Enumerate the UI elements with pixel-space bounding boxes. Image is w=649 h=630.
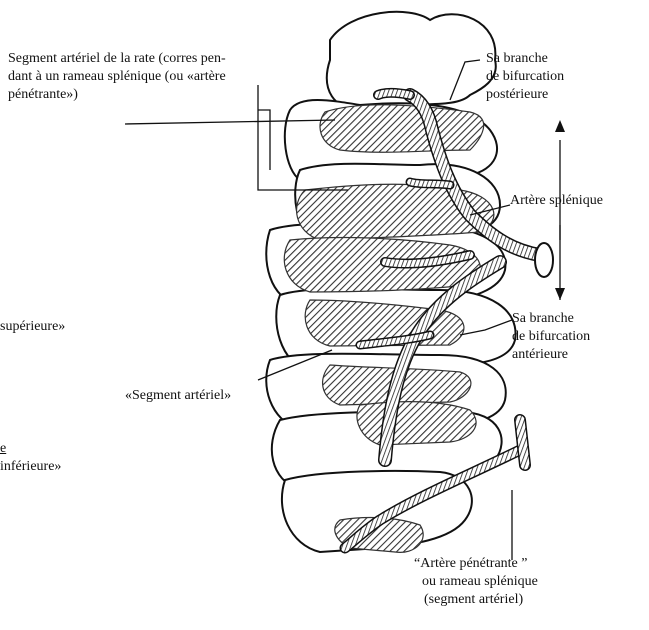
label-left-partial-e: e	[0, 440, 6, 458]
label-branche-posterieure: Sa branche de bifurcation postérieure	[486, 50, 564, 104]
label-segment-arteriel: «Segment artériel»	[125, 387, 231, 405]
label-left-partial-inferieure: inférieure»	[0, 458, 61, 476]
label-artere-splenique: Artère splénique	[510, 192, 603, 210]
label-left-partial-superieure: supérieure»	[0, 318, 65, 336]
artery-stump	[535, 243, 553, 277]
label-segment-arteriel-rate: Segment artériel de la rate (corres pen-…	[8, 50, 226, 104]
label-artere-penetrante: “Artère pénétrante ” ou rameau splénique…	[414, 555, 538, 609]
label-branche-anterieure: Sa branche de bifurcation antérieure	[512, 310, 590, 364]
